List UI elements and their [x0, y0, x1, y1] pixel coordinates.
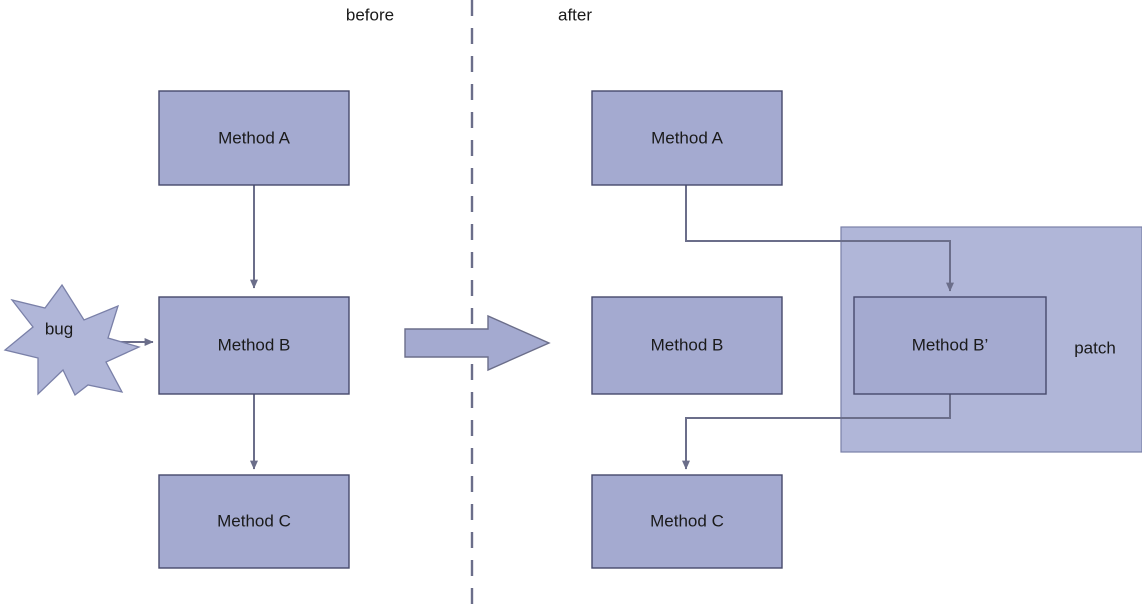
transform-arrow-icon — [404, 314, 551, 372]
node-method-a-after[interactable]: Method A — [591, 90, 783, 186]
node-method-b-after-label: Method B — [651, 335, 724, 354]
node-method-b-prime-label: Method B’ — [912, 335, 989, 354]
edge-method-a-to-method-b-prime — [685, 185, 954, 292]
node-method-b-prime[interactable]: Method B’ — [853, 296, 1047, 395]
node-method-b-before[interactable]: Method B — [158, 296, 350, 395]
node-method-a-before-label: Method A — [218, 128, 290, 147]
node-method-b-before-label: Method B — [218, 335, 291, 354]
node-method-c-after[interactable]: Method C — [591, 474, 783, 569]
node-method-c-before[interactable]: Method C — [158, 474, 350, 569]
section-title-before: before — [346, 5, 394, 24]
node-method-a-after-box — [591, 90, 783, 186]
bug-label: bug — [45, 319, 73, 338]
node-method-b-after[interactable]: Method B — [591, 296, 783, 395]
node-method-a-before[interactable]: Method A — [158, 90, 350, 186]
edge-method-b-prime-to-method-c — [682, 394, 951, 470]
node-method-c-after-label: Method C — [650, 511, 724, 530]
node-method-c-after-box — [591, 474, 783, 569]
node-method-a-before-box — [158, 90, 350, 186]
section-title-after: after — [558, 5, 592, 24]
patch-group-label: patch — [1074, 338, 1116, 357]
node-method-b-after-box — [591, 296, 783, 395]
node-method-c-before-box — [158, 474, 350, 569]
node-method-b-before-box — [158, 296, 350, 395]
bug-star-icon — [3, 283, 141, 397]
node-method-c-before-label: Method C — [217, 511, 291, 530]
node-method-a-after-label: Method A — [651, 128, 723, 147]
node-method-b-prime-box — [853, 296, 1047, 395]
